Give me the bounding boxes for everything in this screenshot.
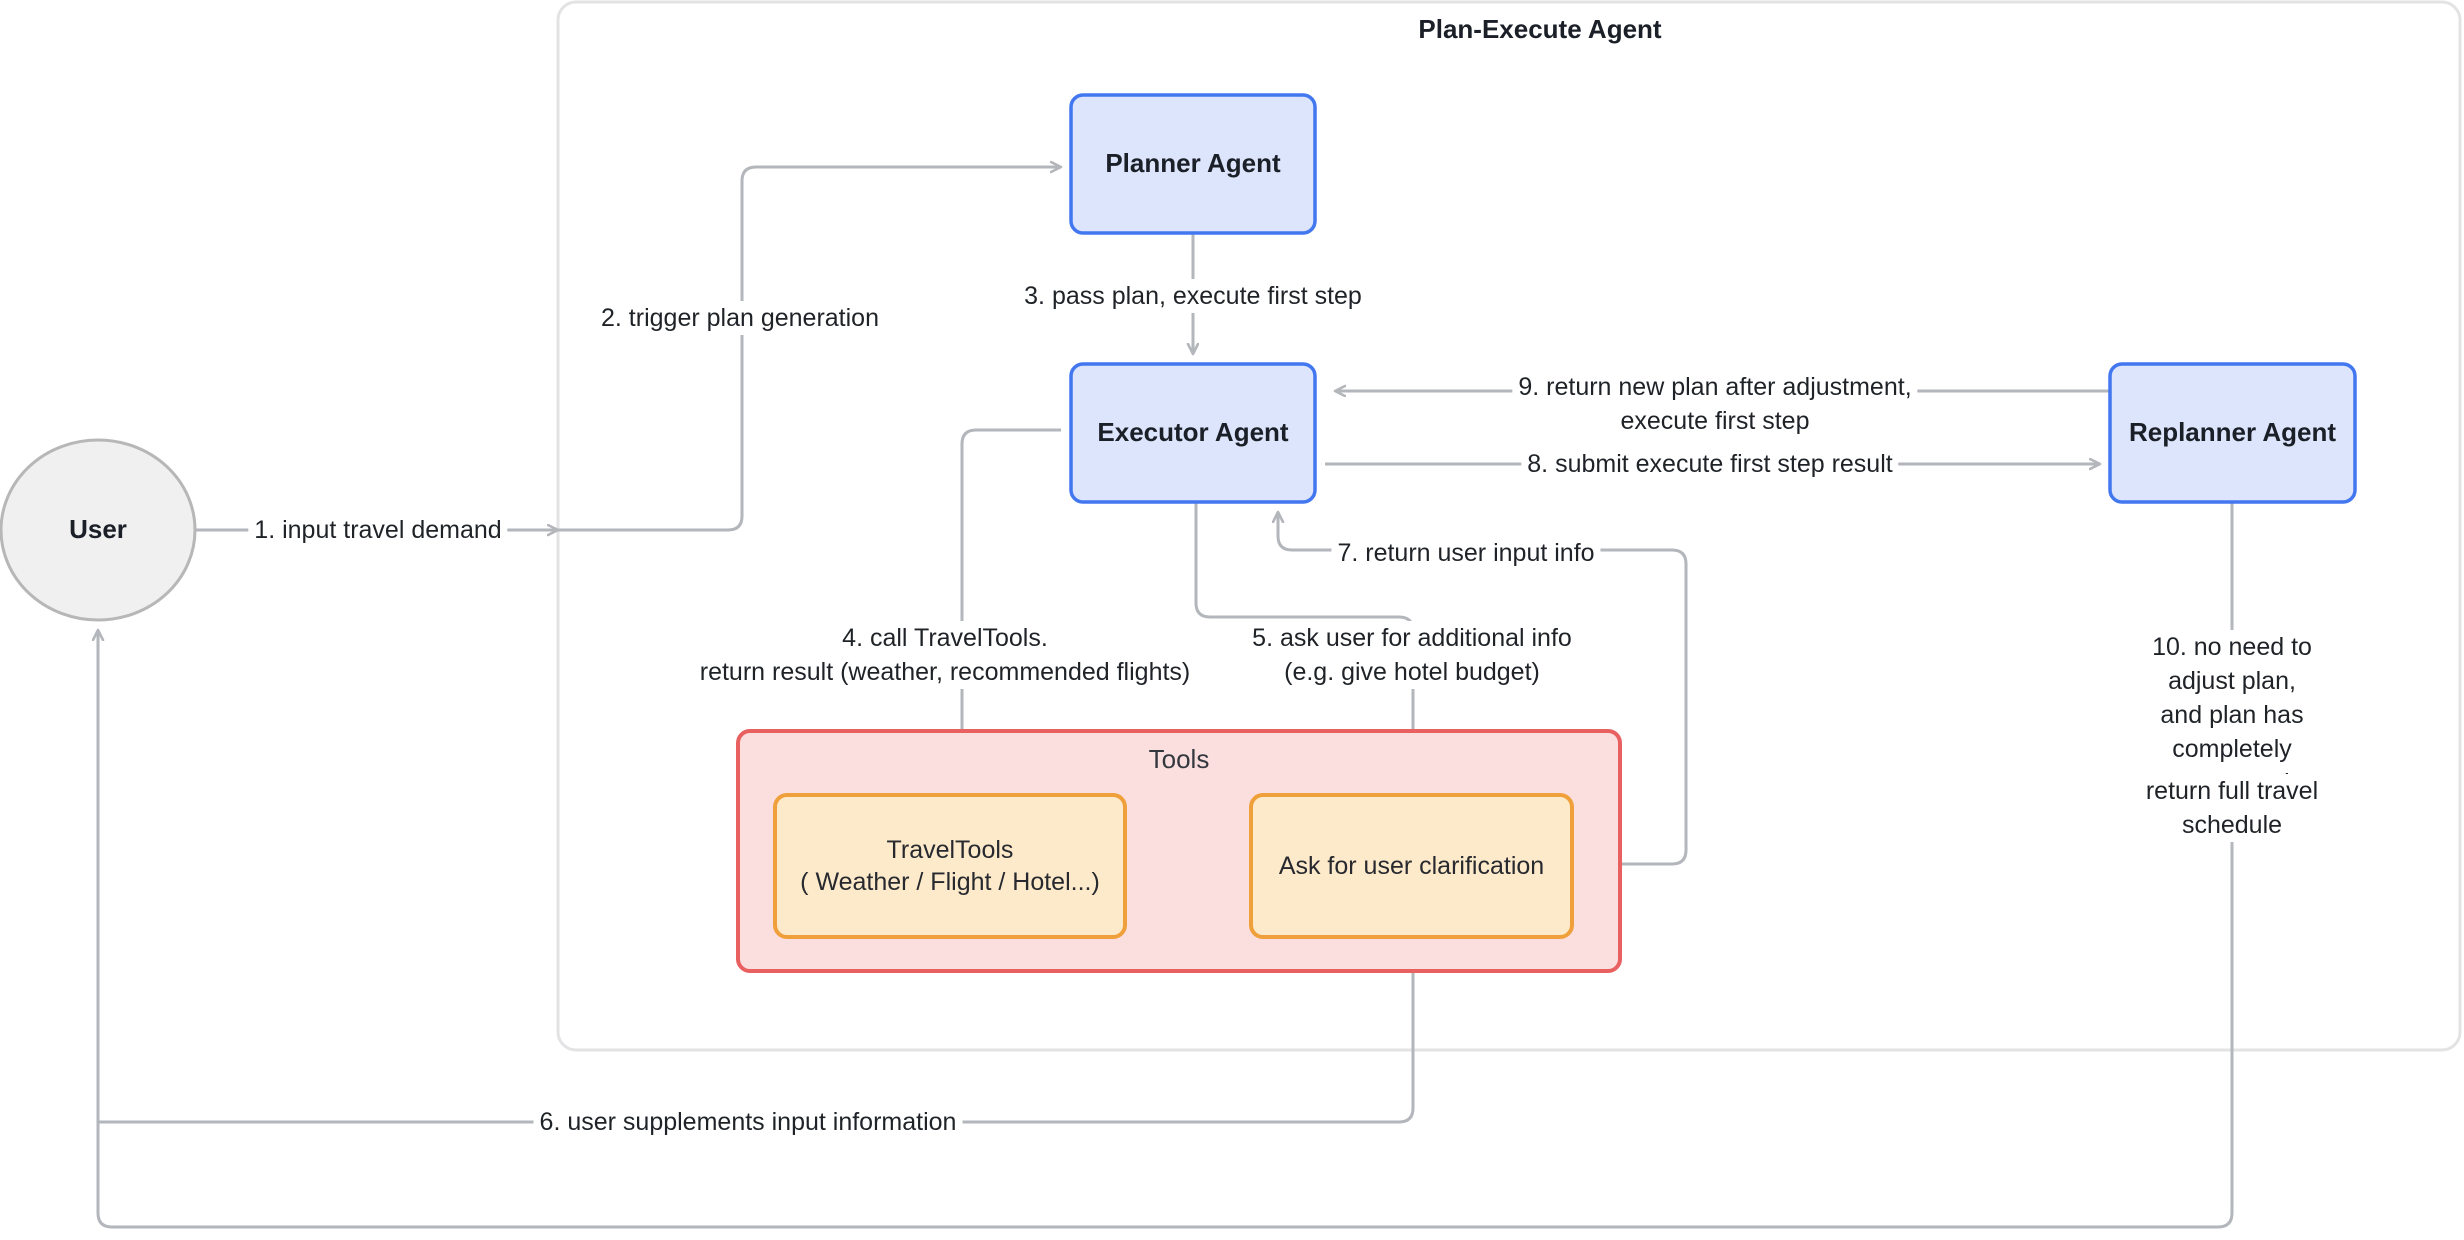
node-user-shape: [0, 438, 197, 622]
edge-2-path: [558, 167, 1061, 532]
edge-label-10b: return full travel schedule: [2116, 774, 2348, 842]
edge-10-path: [98, 502, 2234, 1229]
edge-label-1: 1. input travel demand: [248, 513, 508, 547]
node-executor-shape: [1069, 362, 1317, 504]
node-replanner-shape: [2108, 362, 2357, 504]
edge-label-4: 4. call TravelTools. return result (weat…: [693, 621, 1197, 689]
node-planner-shape: [1069, 93, 1317, 235]
tool-ask-clarification-shape: [1249, 793, 1574, 939]
edge-label-9: 9. return new plan after adjustment, exe…: [1512, 370, 1918, 438]
edge-7-path: [1278, 512, 1688, 866]
edge-label-2: 2. trigger plan generation: [595, 301, 885, 335]
edge-6-path: [98, 952, 1413, 1124]
edge-label-3: 3. pass plan, execute first step: [1018, 279, 1368, 313]
edge-label-8: 8. submit execute first step result: [1521, 447, 1899, 481]
edge-label-6: 6. user supplements input information: [533, 1105, 963, 1139]
edge-label-5: 5. ask user for additional info (e.g. gi…: [1246, 621, 1578, 689]
tool-traveltools-shape: [773, 793, 1127, 939]
edge-label-7: 7. return user input info: [1331, 536, 1601, 570]
edge-4-path: [962, 428, 1061, 783]
